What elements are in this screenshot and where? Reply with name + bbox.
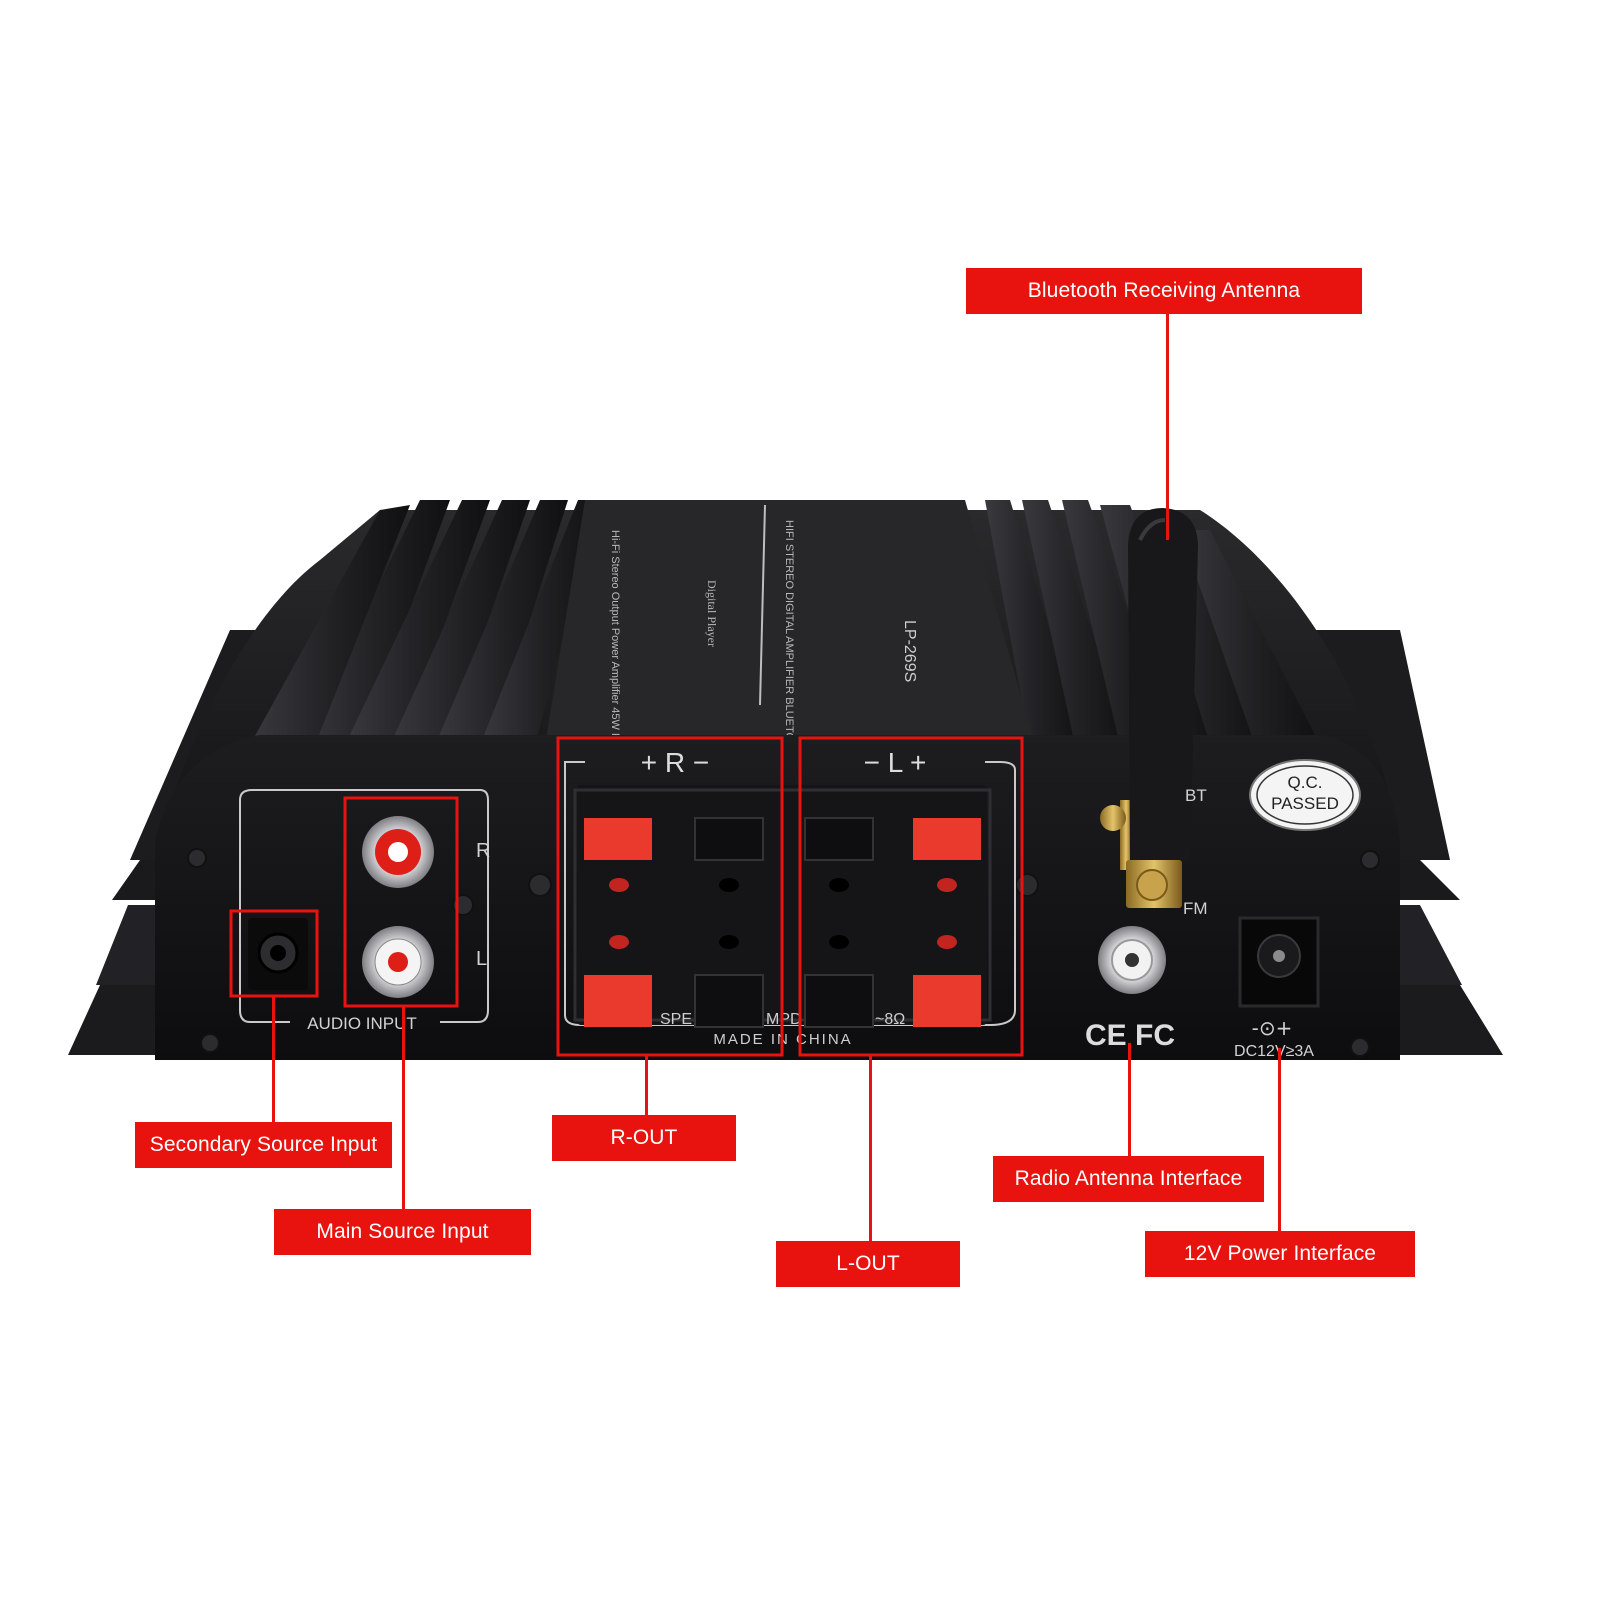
- top-label-plate: [545, 500, 1035, 745]
- screw: [1015, 873, 1039, 897]
- qc-line2: PASSED: [1271, 794, 1339, 813]
- top-line1-text: HIFI STEREO DIGITAL AMPLIFIER BLUETOOTH: [783, 520, 795, 764]
- top-line3-text: Hi-Fi Stereo Output Power Amplifier 45W …: [609, 530, 621, 757]
- qc-passed-sticker: [1249, 759, 1361, 831]
- highlight-main-input: [343, 796, 459, 1008]
- highlight-r-out: [556, 736, 784, 1057]
- l-plus-terminal[interactable]: [913, 818, 981, 1027]
- audio-input-label: AUDIO INPUT: [307, 1014, 417, 1033]
- screw: [1350, 1037, 1370, 1057]
- highlight-boxes: [229, 736, 1024, 1057]
- r-plus-terminal[interactable]: [584, 818, 652, 1027]
- callout-secondary-input: Secondary Source Input: [135, 1122, 392, 1168]
- polarity-symbol: -⊙+: [1252, 1016, 1293, 1040]
- bluetooth-antenna[interactable]: [1128, 508, 1198, 860]
- top-model-text: LP-269S: [901, 620, 918, 682]
- left-heatsink-fins: [250, 500, 600, 745]
- dc-rating-label: DC12V≥3A: [1234, 1043, 1314, 1060]
- leader-lines: [272, 314, 1281, 1242]
- input-l-label: L: [476, 948, 487, 970]
- callout-bluetooth-antenna: Bluetooth Receiving Antenna: [966, 268, 1362, 314]
- input-r-label: R: [476, 840, 490, 862]
- screw: [528, 873, 552, 897]
- audio-input-section: AUDIO INPUT R L: [239, 789, 490, 1033]
- r-minus-terminal[interactable]: [694, 817, 764, 1028]
- top-line2-text: Digital Player: [705, 580, 719, 647]
- l-polarity-header: − L +: [864, 747, 927, 778]
- speaker-label-mid: MPD: [766, 1011, 802, 1028]
- speaker-terminal-block: + R − − L + SPE: [564, 747, 1016, 1048]
- fm-label: FM: [1183, 899, 1208, 918]
- callout-main-input: Main Source Input: [274, 1209, 531, 1255]
- screw: [1360, 850, 1380, 870]
- r-polarity-header: + R −: [641, 747, 709, 778]
- l-minus-terminal[interactable]: [804, 817, 874, 1028]
- callout-power: 12V Power Interface: [1145, 1231, 1415, 1277]
- screw: [187, 848, 207, 868]
- callout-radio-antenna: Radio Antenna Interface: [993, 1156, 1264, 1202]
- speaker-label-right: ~8Ω: [875, 1011, 905, 1028]
- highlight-l-out: [798, 736, 1024, 1057]
- qc-line1: Q.C.: [1288, 773, 1323, 792]
- antenna-section: BT FM CE FC: [1085, 508, 1208, 1052]
- screw: [200, 1033, 220, 1053]
- bt-label: BT: [1185, 786, 1207, 805]
- callout-l-out: L-OUT: [776, 1241, 960, 1287]
- callout-r-out: R-OUT: [552, 1115, 736, 1161]
- power-section: Q.C. PASSED -⊙+ DC12V≥3A: [1234, 759, 1361, 1060]
- speaker-label-left: SPE: [660, 1011, 692, 1028]
